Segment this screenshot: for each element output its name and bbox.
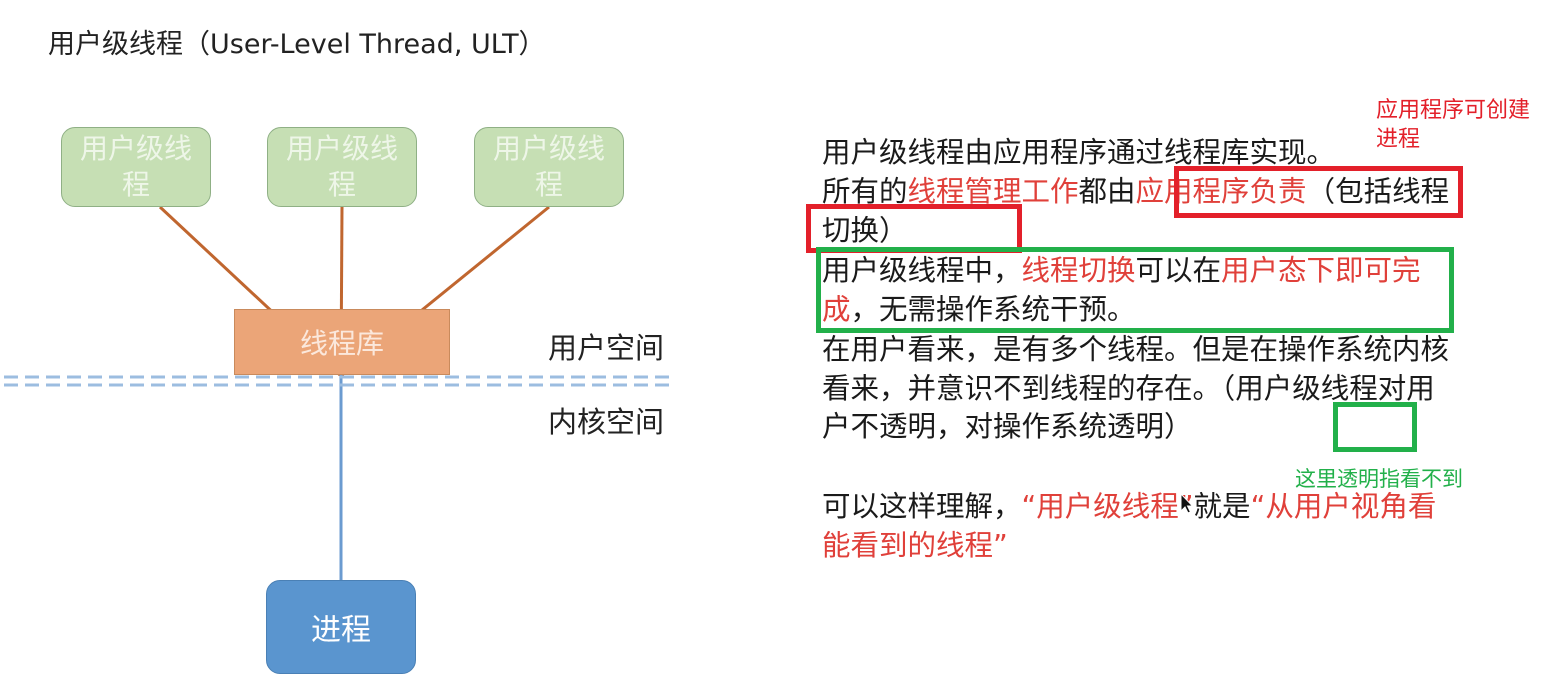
paragraph-3: 用户级线程中，线程切换可以在用户态下即可完成，无需操作系统干预。 [822,252,1462,329]
paragraph-1: 用户级线程由应用程序通过线程库实现。 [822,136,1336,169]
paragraph-2: 所有的线程管理工作都由应用程序负责（包括线程切换） [822,173,1462,250]
p5-red-user-view-quote: “从用户视角看能看到的线程” [822,490,1437,562]
p2-text-3: （包括线程切换） [822,175,1450,247]
p5-text-2: 就是 [1193,490,1251,523]
green-highlight-frame-1 [816,247,1454,333]
kernel-space-label: 内核空间 [548,405,665,439]
green-annotation-note: 这里透明指看不到 [1295,467,1463,491]
p2-text-1: 所有的 [822,175,908,208]
p3-red-user-mode: 用户态下即可完成 [822,254,1421,326]
p3-text-2: 可以在 [1135,254,1222,287]
p3-text-1: 用户级线程中， [822,254,1022,287]
ult-node-3: 用户级线程 [474,127,624,207]
p3-text-3: ，无需操作系统干预。 [850,292,1136,326]
process-box: 进程 [266,580,416,674]
p2-text-2: 都由 [1078,175,1136,208]
red-annotation-note: 应用程序可创建进程 [1376,98,1531,152]
user-space-label: 用户空间 [548,331,665,365]
p5-text-1: 可以这样理解， [822,490,1022,523]
red-highlight-frame-2 [806,204,1022,253]
mouse-cursor-icon [1180,493,1194,514]
p2-red-app-responsible: 应用程序负责 [1135,175,1307,208]
p5-red-ult-quote: “用户级线程” [1021,490,1194,523]
paragraph-5: 可以这样理解，“用户级线程”就是“从用户视角看能看到的线程” [822,488,1462,565]
ult-node-1: 用户级线程 [61,127,211,207]
red-highlight-frame-1 [1174,166,1463,218]
thread-library-box: 线程库 [234,309,450,375]
ult-node-2: 用户级线程 [267,127,417,207]
p3-red-thread-switch: 线程切换 [1021,254,1136,287]
p2-red-thread-management: 线程管理工作 [907,175,1079,208]
paragraph-4: 在用户看来，是有多个线程。但是在操作系统内核看来，并意识不到线程的存在。（用户级… [822,333,1450,443]
green-highlight-frame-2 [1333,402,1417,452]
page-title: 用户级线程（User-Level Thread, ULT） [48,29,546,60]
